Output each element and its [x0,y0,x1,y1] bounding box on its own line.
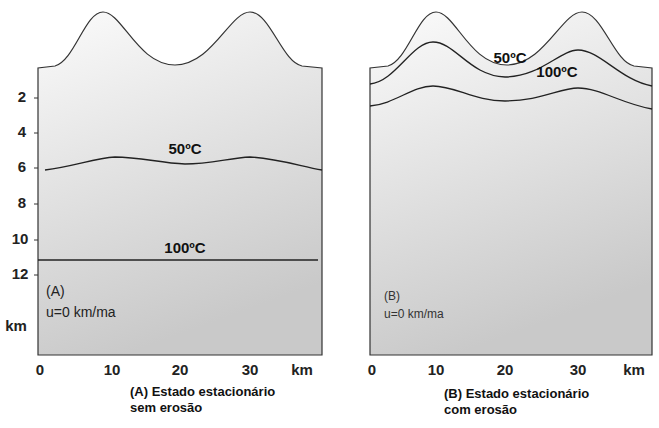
axis-value: 30 [570,362,587,379]
axis-value: 10 [428,362,445,379]
axis-unit: km [291,362,313,379]
velocity-note: u=0 km/ma [384,308,444,321]
isotherm-label: 50ºC [169,141,202,158]
axis-value: 8 [18,195,26,212]
axis-value: 0 [368,362,376,379]
isotherm-100 [370,86,652,109]
isotherm-50 [45,157,322,170]
panel-tag: (B) [384,290,400,303]
axis-unit: km [623,362,645,379]
panel-caption: (B) Estado estacionário com erosão [444,386,616,417]
axis-value: 20 [497,362,514,379]
axis-unit: km [5,318,27,335]
isotherm-label: 100ºC [536,64,577,81]
panel-tag: (A) [46,284,65,299]
axis-value: 2 [18,89,26,106]
crust-section-a [38,12,322,355]
isotherm-50 [370,42,652,86]
axis-value: 30 [242,362,259,379]
axis-value: 20 [172,362,189,379]
axis-ticks [34,98,38,275]
axis-value: 10 [12,231,29,248]
axis-value: 12 [12,266,29,283]
velocity-note: u=0 km/ma [46,305,116,320]
axis-value: 0 [36,362,44,379]
crust-section-b [370,12,652,355]
axis-value: 4 [18,124,26,141]
isotherm-100 [38,259,318,260]
isotherm-label: 50ºC [494,50,527,67]
panel-caption: (A) Estado estacionário sem erosão [130,384,302,415]
axis-value: 10 [104,362,121,379]
axis-value: 6 [18,159,26,176]
isotherm-label: 100ºC [164,240,205,257]
